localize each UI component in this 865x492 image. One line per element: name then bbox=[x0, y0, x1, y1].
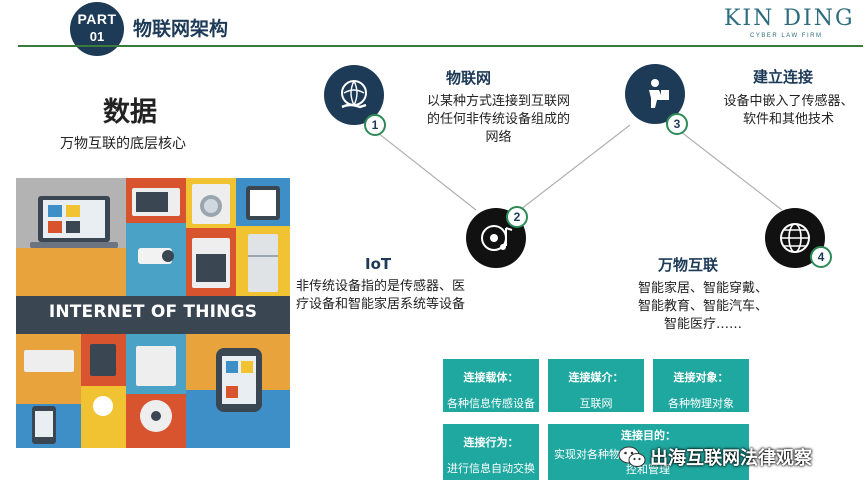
box-object-desc: 各种物理对象 bbox=[668, 397, 734, 410]
data-subheading: 万物互联的底层核心 bbox=[60, 136, 186, 152]
node-3-desc-line: 设备中嵌入了传感器、 bbox=[723, 94, 854, 109]
node-3-title: 建立连接 bbox=[753, 68, 814, 86]
box-purpose: 连接目的： 实现对各种物 控和管理 bbox=[548, 424, 749, 480]
node-1-desc-line: 的任何非传统设备组成的 bbox=[426, 112, 570, 127]
node-3-desc: 设备中嵌入了传感器、 软件和其他技术 bbox=[716, 93, 861, 129]
node-2-number: 2 bbox=[506, 206, 528, 228]
part-label: PART bbox=[77, 11, 117, 27]
globe-icon bbox=[780, 223, 810, 253]
box-object-title: 连接对象： bbox=[673, 371, 729, 384]
node-4-desc-line: 智能教育、智能汽车、 bbox=[637, 299, 768, 314]
node-2-desc-line: 疗设备和智能家居系统等设备 bbox=[296, 297, 466, 312]
node-2-desc-line: 非传统设备指的是传感器、医 bbox=[296, 279, 466, 294]
node-4-desc-line: 智能家居、智能穿戴、 bbox=[637, 281, 768, 296]
data-heading: 数据 bbox=[103, 97, 157, 128]
network-hand-icon bbox=[341, 80, 367, 109]
node-4-number: 4 bbox=[810, 246, 832, 268]
box-medium-title: 连接媒介： bbox=[568, 371, 624, 384]
node-1-number: 1 bbox=[364, 114, 386, 136]
box-purpose-desc-line: 实现对各种物 bbox=[554, 448, 620, 461]
node-4-desc-line: 智能医疗…… bbox=[663, 317, 742, 332]
node-3-desc-line: 软件和其他技术 bbox=[742, 112, 834, 127]
watermark-text: 出海互联网法律观察 bbox=[650, 448, 812, 469]
brand-logo: KIN DING bbox=[724, 6, 855, 31]
page-title: 物联网架构 bbox=[133, 18, 229, 40]
iot-illustration: INTERNET OF THINGS bbox=[16, 178, 290, 448]
box-medium: 连接媒介： 互联网 bbox=[548, 359, 644, 412]
node-1-desc-line: 以某种方式连接到互联网 bbox=[426, 94, 570, 109]
header-divider bbox=[18, 45, 863, 47]
node-2-desc: 非传统设备指的是传感器、医 疗设备和智能家居系统等设备 bbox=[296, 278, 506, 314]
watermark: 出海互联网法律观察 bbox=[618, 443, 812, 471]
box-behavior: 连接行为： 进行信息自动交换 bbox=[443, 424, 539, 480]
node-3-number: 3 bbox=[666, 113, 688, 135]
disc-music-icon bbox=[481, 225, 513, 251]
box-medium-desc: 互联网 bbox=[579, 397, 613, 410]
node-4-title: 万物互联 bbox=[658, 256, 719, 274]
box-carrier-desc: 各种信息传感设备 bbox=[447, 397, 535, 410]
iot-illustration-art bbox=[16, 178, 290, 448]
box-behavior-title: 连接行为： bbox=[463, 436, 519, 449]
box-carrier: 连接载体： 各种信息传感设备 bbox=[443, 359, 539, 412]
box-behavior-desc: 进行信息自动交换 bbox=[447, 462, 535, 475]
iot-banner bbox=[16, 296, 290, 334]
brand-logo-subtitle: CYBER LAW FIRM bbox=[750, 33, 823, 39]
iot-banner-text: INTERNET OF THINGS bbox=[48, 302, 258, 322]
node-1-circle bbox=[324, 65, 384, 125]
node-4-desc: 智能家居、智能穿戴、 智能教育、智能汽车、 智能医疗…… bbox=[628, 280, 778, 334]
box-object: 连接对象： 各种物理对象 bbox=[653, 359, 749, 412]
person-reading-icon bbox=[649, 79, 669, 108]
part-badge: PART 01 bbox=[70, 2, 124, 56]
node-1-desc-line: 网络 bbox=[485, 130, 512, 145]
box-carrier-title: 连接载体： bbox=[463, 371, 519, 384]
part-number: 01 bbox=[89, 29, 105, 44]
node-1-title: 物联网 bbox=[446, 69, 492, 87]
node-1-desc: 以某种方式连接到互联网 的任何非传统设备组成的 网络 bbox=[411, 93, 586, 147]
wechat-icon bbox=[618, 446, 646, 467]
node-2-title: IoT bbox=[365, 255, 392, 273]
box-purpose-title: 连接目的： bbox=[621, 429, 676, 442]
